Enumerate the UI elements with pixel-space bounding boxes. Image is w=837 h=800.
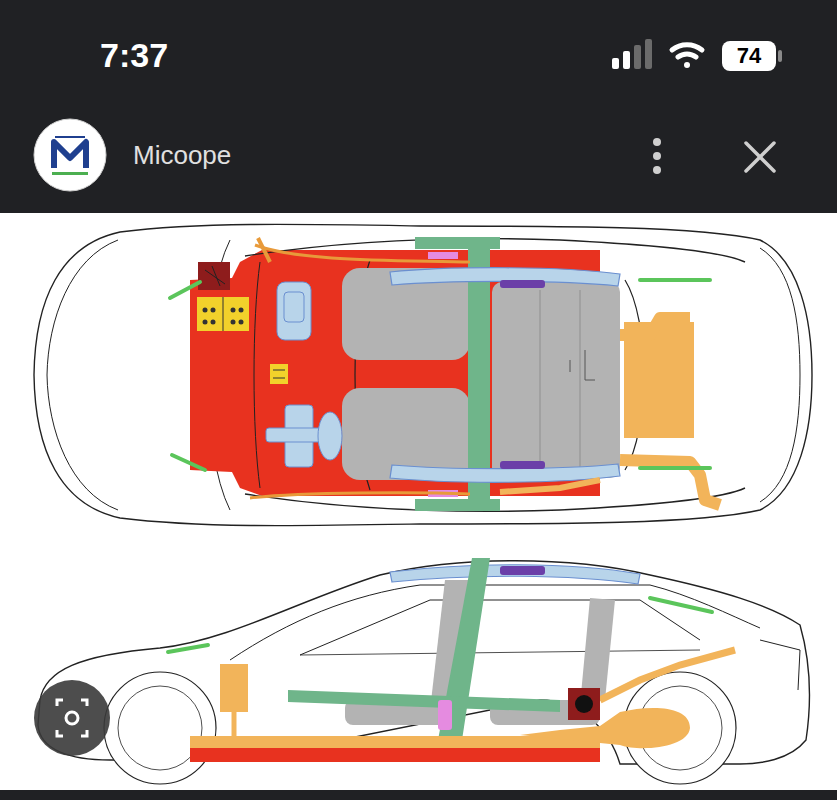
battery-icon — [722, 41, 782, 71]
side-view-car — [38, 558, 809, 784]
micoope-logo — [34, 119, 106, 191]
lens-button — [34, 680, 110, 756]
battery-level: 74 — [737, 45, 761, 67]
signal-icon — [612, 39, 652, 69]
status-time: 7:37 — [100, 38, 168, 72]
page-title: Micoope — [133, 142, 231, 168]
top-view-car — [34, 224, 812, 525]
wifi-icon — [672, 45, 702, 68]
close-icon — [746, 143, 774, 171]
menu-icon — [653, 138, 661, 174]
app-header — [0, 0, 837, 213]
bottom-bar — [0, 790, 837, 800]
